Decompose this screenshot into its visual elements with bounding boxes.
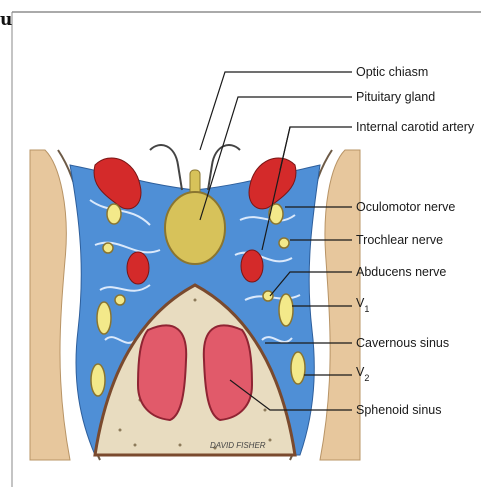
label-internal-carotid-artery: Internal carotid artery: [356, 120, 475, 134]
label-sphenoid-sinus: Sphenoid sinus: [356, 403, 441, 417]
label-v2-subscript: 2: [364, 373, 369, 383]
pituitary-gland: [165, 192, 225, 264]
right-sphenoid-sinus: [204, 325, 252, 420]
artist-signature: DAVID FISHER: [210, 441, 266, 450]
label-pituitary-gland: Pituitary gland: [356, 90, 435, 104]
label-cavernous-sinus: Cavernous sinus: [356, 336, 449, 350]
optic-nerve-right: [208, 145, 240, 190]
right-temporal-lobe: [320, 150, 360, 460]
right-carotid-lower: [241, 250, 263, 282]
label-trochlear-nerve: Trochlear nerve: [356, 233, 443, 247]
label-optic-chiasm: Optic chiasm: [356, 65, 428, 79]
label-abducens-nerve: Abducens nerve: [356, 265, 446, 279]
label-oculomotor-nerve: Oculomotor nerve: [356, 200, 455, 214]
left-carotid-lower: [127, 252, 149, 284]
left-sphenoid-sinus: [138, 325, 186, 420]
left-temporal-lobe: [30, 150, 70, 460]
label-v1-subscript: 1: [364, 304, 369, 314]
